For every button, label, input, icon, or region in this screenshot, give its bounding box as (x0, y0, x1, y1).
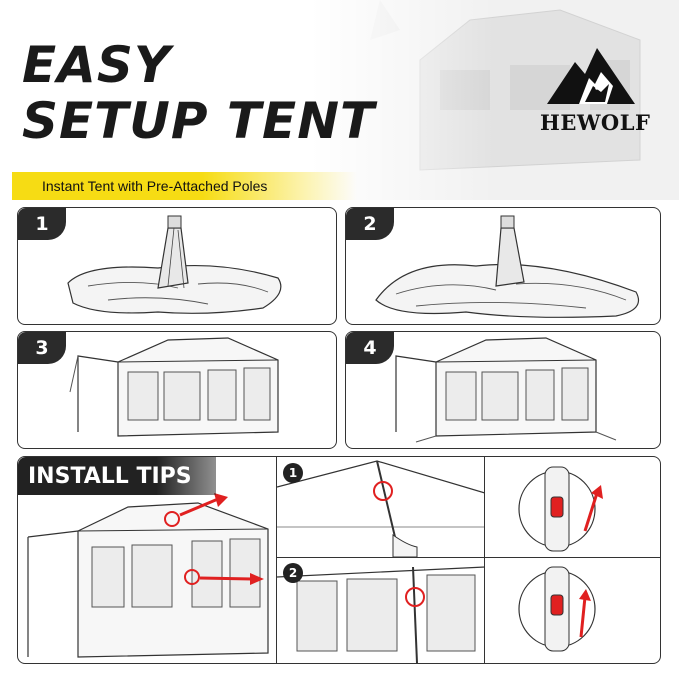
step-number: 1 (18, 208, 66, 240)
subtitle-bar (12, 172, 357, 200)
tent-tips-illustration (27, 493, 269, 658)
step-4-panel: 4 (345, 331, 661, 449)
lock-button-closeup-1 (484, 457, 660, 558)
step-1-panel: 1 (17, 207, 337, 325)
page-title-line1: EASY (22, 36, 172, 94)
step-2-panel: 2 (345, 207, 661, 325)
pole-lock-button-icon (518, 566, 596, 652)
brand-name: HEWOLF (540, 110, 651, 135)
tip-number: 1 (283, 463, 303, 483)
pole-lock-button-icon (518, 466, 603, 552)
install-tips-label: INSTALL TIPS (18, 457, 216, 495)
lock-button-closeup-2 (484, 557, 660, 663)
step-3-panel: 3 (17, 331, 337, 449)
tent-raised-illustration (69, 337, 279, 437)
subtitle: Instant Tent with Pre-Attached Poles (42, 178, 268, 194)
step-number: 3 (18, 332, 66, 364)
tip-detail-2: 2 (276, 557, 485, 663)
page-title-line2: SETUP TENT (22, 92, 376, 150)
unfolding-tent-illustration (375, 215, 640, 318)
step-number: 4 (346, 332, 394, 364)
wolf-mountain-logo-icon (547, 48, 635, 104)
folded-tent-illustration (67, 215, 282, 314)
side-pole-closeup-illustration (277, 566, 485, 663)
tent-complete-illustration (395, 337, 617, 443)
install-tips-panel: INSTALL TIPS 1 2 (17, 456, 661, 664)
step-number: 2 (346, 208, 394, 240)
tip-number: 2 (283, 563, 303, 583)
top-hub-closeup-illustration (277, 460, 485, 557)
tip-detail-1: 1 (276, 457, 485, 558)
